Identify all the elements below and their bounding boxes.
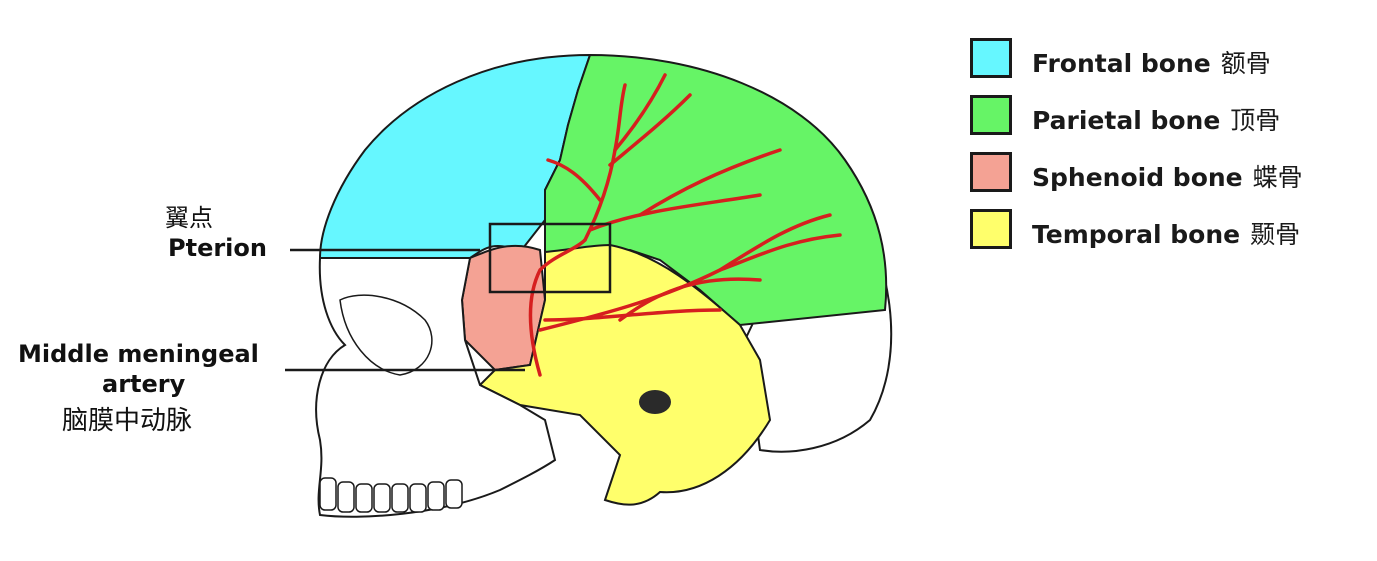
teeth — [319, 477, 463, 513]
middle-meningeal-artery — [528, 73, 842, 377]
legend-swatch-sphenoid — [970, 152, 1012, 192]
legend-label-sphenoid: Sphenoid bone — [1032, 163, 1243, 192]
pterion-label-cn: 翼点 — [165, 204, 213, 232]
legend-label-frontal: Frontal bone — [1032, 49, 1211, 78]
artery-label-line2: artery — [102, 370, 186, 398]
legend-swatch-parietal — [970, 95, 1012, 135]
legend-label-parietal-cn: 顶骨 — [1230, 106, 1281, 135]
artery-label-cn: 脑膜中动脉 — [62, 406, 193, 436]
legend-label-frontal-cn: 额骨 — [1220, 49, 1271, 78]
legend-label-temporal-cn: 颞骨 — [1250, 220, 1301, 249]
face-outline — [315, 257, 557, 518]
sphenoid-bone — [460, 244, 547, 372]
pterion-box — [488, 222, 612, 294]
ear-canal — [639, 390, 671, 414]
pterion-label: Pterion — [168, 234, 267, 262]
orbit — [339, 294, 433, 376]
artery-label-line1: Middle meningeal — [18, 340, 259, 368]
legend-swatch-frontal — [970, 38, 1012, 78]
legend-label-sphenoid-cn: 蝶骨 — [1252, 163, 1303, 192]
legend-label-temporal: Temporal bone — [1032, 220, 1241, 249]
legend-label-parietal: Parietal bone — [1032, 106, 1221, 135]
legend-swatch-temporal — [970, 209, 1012, 249]
